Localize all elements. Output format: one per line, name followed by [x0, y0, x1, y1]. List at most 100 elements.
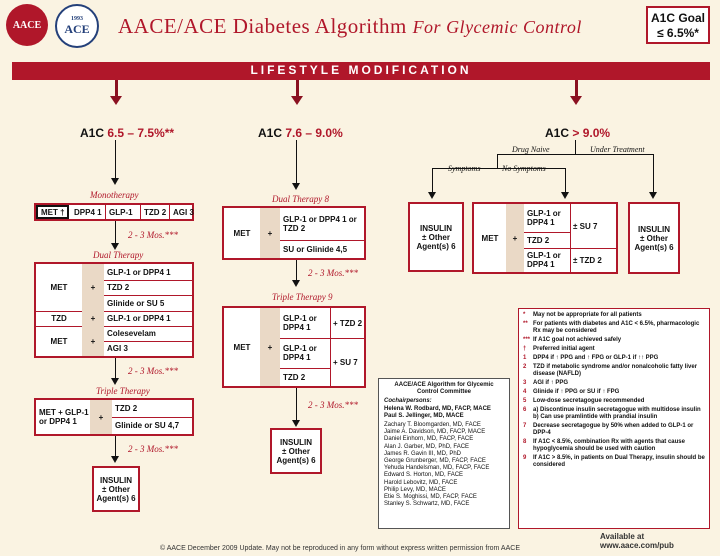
- footnote-key: †: [523, 346, 527, 352]
- committee-member: Philip Levy, MD, MACE: [384, 486, 446, 493]
- a1c-middle-range: 7.6 – 9.0%: [285, 126, 343, 140]
- footnote-text: Glinide if ↑ PPG or SU if ↑ FPG: [533, 389, 620, 395]
- footnote-key: ***: [523, 337, 531, 343]
- a1c-left-label: A1C: [80, 126, 105, 140]
- footnote-item: 6 a) Discontinue insulin secretagogue wit…: [523, 407, 705, 421]
- dual-therapy-label-mid: Dual Therapy 8: [272, 194, 329, 204]
- left-arrow-3: [111, 378, 119, 385]
- mid-triple-sep-1: [280, 338, 366, 339]
- left-connector-2: [115, 221, 116, 245]
- mid-dual-sep: [280, 240, 366, 241]
- mid-dual-item-1: GLP-1 or DPP4 1 or TZD 2: [283, 215, 357, 233]
- committee-member: George Grunberger, MD, FACP, FACE: [384, 458, 486, 465]
- footnote-text: If A1C goal not achieved safely: [533, 337, 622, 343]
- footnote-key: 5: [523, 398, 527, 404]
- footnote-key: *: [523, 312, 526, 318]
- committee-box: AACE/ACE Algorithm for Glycemic Control …: [378, 378, 510, 529]
- footnote-item: 8 If A1C < 8.5%, combination Rx with agen…: [523, 439, 705, 453]
- footnote-item: **For patients with diabetes and A1C < 6…: [523, 321, 705, 335]
- triple-item-2: Glinide or SU 4,7: [115, 421, 180, 430]
- copyright-text: © AACE December 2009 Update. May not be …: [160, 545, 520, 552]
- footnote-text: a) Discontinue insulin secretagogue with…: [533, 407, 701, 420]
- dual-item-3: Glinide or SU 5: [107, 298, 165, 308]
- mid-triple-plus: +: [260, 308, 280, 386]
- mid-triple-item-2: GLP-1 or DPP4 1: [283, 344, 317, 362]
- mid-mos-2: 2 - 3 Mos.***: [308, 400, 358, 410]
- committee-member: Daniel Einhorn, MD, FACP, FACE: [384, 436, 474, 443]
- committee-member: Harold Lebovitz, MD, FACE: [384, 479, 458, 486]
- goal-line2: ≤ 6.5%*: [657, 26, 699, 40]
- footnote-key: 8: [523, 439, 527, 445]
- right-add-2: ± TZD 2: [573, 255, 602, 265]
- mid-connector-2: [296, 260, 297, 282]
- symptoms-label: Symptoms: [448, 164, 481, 173]
- a1c-middle-header: A1C 7.6 – 9.0%: [258, 126, 343, 140]
- tzd-item: GLP-1 or DPP4 1: [107, 314, 171, 323]
- left-insulin-l1: INSULIN: [100, 475, 132, 485]
- dual-sep-5: [104, 341, 194, 342]
- footnote-text: DPP4 if ↑ PPG and ↑ FPG or GLP-1 if ↑↑ P…: [533, 355, 659, 361]
- right-hline-2: [432, 168, 565, 169]
- right-drop-nosymptoms: [565, 168, 566, 194]
- mid-dual-item-2: SU or Glinide 4,5: [283, 244, 348, 254]
- monotherapy-box: MET † DPP4 1 GLP-1 TZD 2 AGI 3: [34, 203, 194, 221]
- right-combo-box: MET + GLP-1 or DPP4 1 TZD 2 GLP-1 or DPP…: [472, 202, 618, 274]
- triple-therapy-label-mid: Triple Therapy 9: [272, 292, 333, 302]
- committee-member: Jaime A. Davidson, MD, FACP, MACE: [384, 429, 486, 436]
- footnote-key: 6: [523, 407, 527, 413]
- mid-dual-met: MET: [233, 228, 251, 238]
- available-text[interactable]: Available at www.aace.com/pub: [600, 532, 674, 550]
- goal-line1: A1C Goal: [650, 11, 705, 25]
- mid-triple-met: MET: [233, 342, 251, 352]
- met2-item-1: Colesevelam: [107, 329, 156, 338]
- arrow-head-right: [570, 96, 582, 105]
- right-met: MET: [481, 233, 499, 243]
- committee-member: Zachary T. Bloomgarden, MD, FACE: [384, 422, 481, 429]
- footnote-text: TZD if metabolic syndrome and/or nonalco…: [533, 364, 698, 377]
- mid-triple-box: MET + GLP-1 or DPP4 1 + TZD 2 GLP-1 or D…: [222, 306, 366, 388]
- footnote-text: If A1C < 8.5%, combination Rx with agent…: [533, 439, 685, 452]
- mid-dual-plus: +: [260, 208, 280, 258]
- mid-triple-sep-2: [280, 368, 330, 369]
- left-connector-3: [115, 358, 116, 380]
- left-insulin-l2: ± Other: [102, 484, 130, 494]
- footnote-key: 1: [523, 355, 527, 361]
- committee-member: Yehuda Handelsman, MD, FACP, FACE: [384, 465, 490, 472]
- arrow-head-middle: [291, 96, 303, 105]
- dual-sep-1: [104, 280, 194, 281]
- mid-triple-vsep: [330, 308, 331, 386]
- committee-member: James R. Gavin III, MD, PhD: [384, 450, 462, 457]
- mono-sep-2: [140, 205, 141, 219]
- tzd-label: TZD: [51, 314, 67, 323]
- right-arrow-nosymptoms: [561, 192, 569, 199]
- cochair-1: Helena W. Rodbard, MD, FACP, MACE: [384, 405, 491, 412]
- dual-plus: +: [82, 264, 104, 311]
- right-item-1: GLP-1 or DPP4 1: [527, 209, 561, 227]
- footnote-key: 4: [523, 389, 527, 395]
- met2-plus: +: [82, 326, 104, 356]
- mid-mos-1: 2 - 3 Mos.***: [308, 268, 358, 278]
- mono-sep-1: [105, 205, 106, 219]
- right-insulin-left-l1: INSULIN: [420, 223, 452, 233]
- mid-triple-item-1: GLP-1 or DPP4 1: [283, 314, 317, 332]
- footnote-key: 3: [523, 380, 527, 386]
- mid-arrow-2: [292, 280, 300, 287]
- met2-item-2: AGI 3: [107, 344, 128, 353]
- mid-insulin-l1: INSULIN: [280, 437, 312, 447]
- committee-member: Edward S. Horton, MD, FACE: [384, 472, 464, 479]
- right-sep-2: [524, 248, 618, 249]
- right-connector-1: [575, 140, 576, 154]
- footnotes-box: *May not be appropriate for all patients…: [518, 308, 710, 529]
- title-main: AACE/ACE Diabetes Algorithm: [118, 14, 407, 38]
- mono-tzd: TZD 2: [144, 207, 167, 217]
- footnote-item: ***If A1C goal not achieved safely: [523, 337, 705, 344]
- right-insulin-left-l3: Agent(s) 6: [416, 241, 456, 251]
- footnote-key: 9: [523, 455, 527, 461]
- aace-logo: AACE: [6, 4, 48, 46]
- arrow-head-left: [110, 96, 122, 105]
- footnote-item: 4 Glinide if ↑ PPG or SU if ↑ FPG: [523, 389, 705, 396]
- mid-arrow-1: [292, 183, 300, 190]
